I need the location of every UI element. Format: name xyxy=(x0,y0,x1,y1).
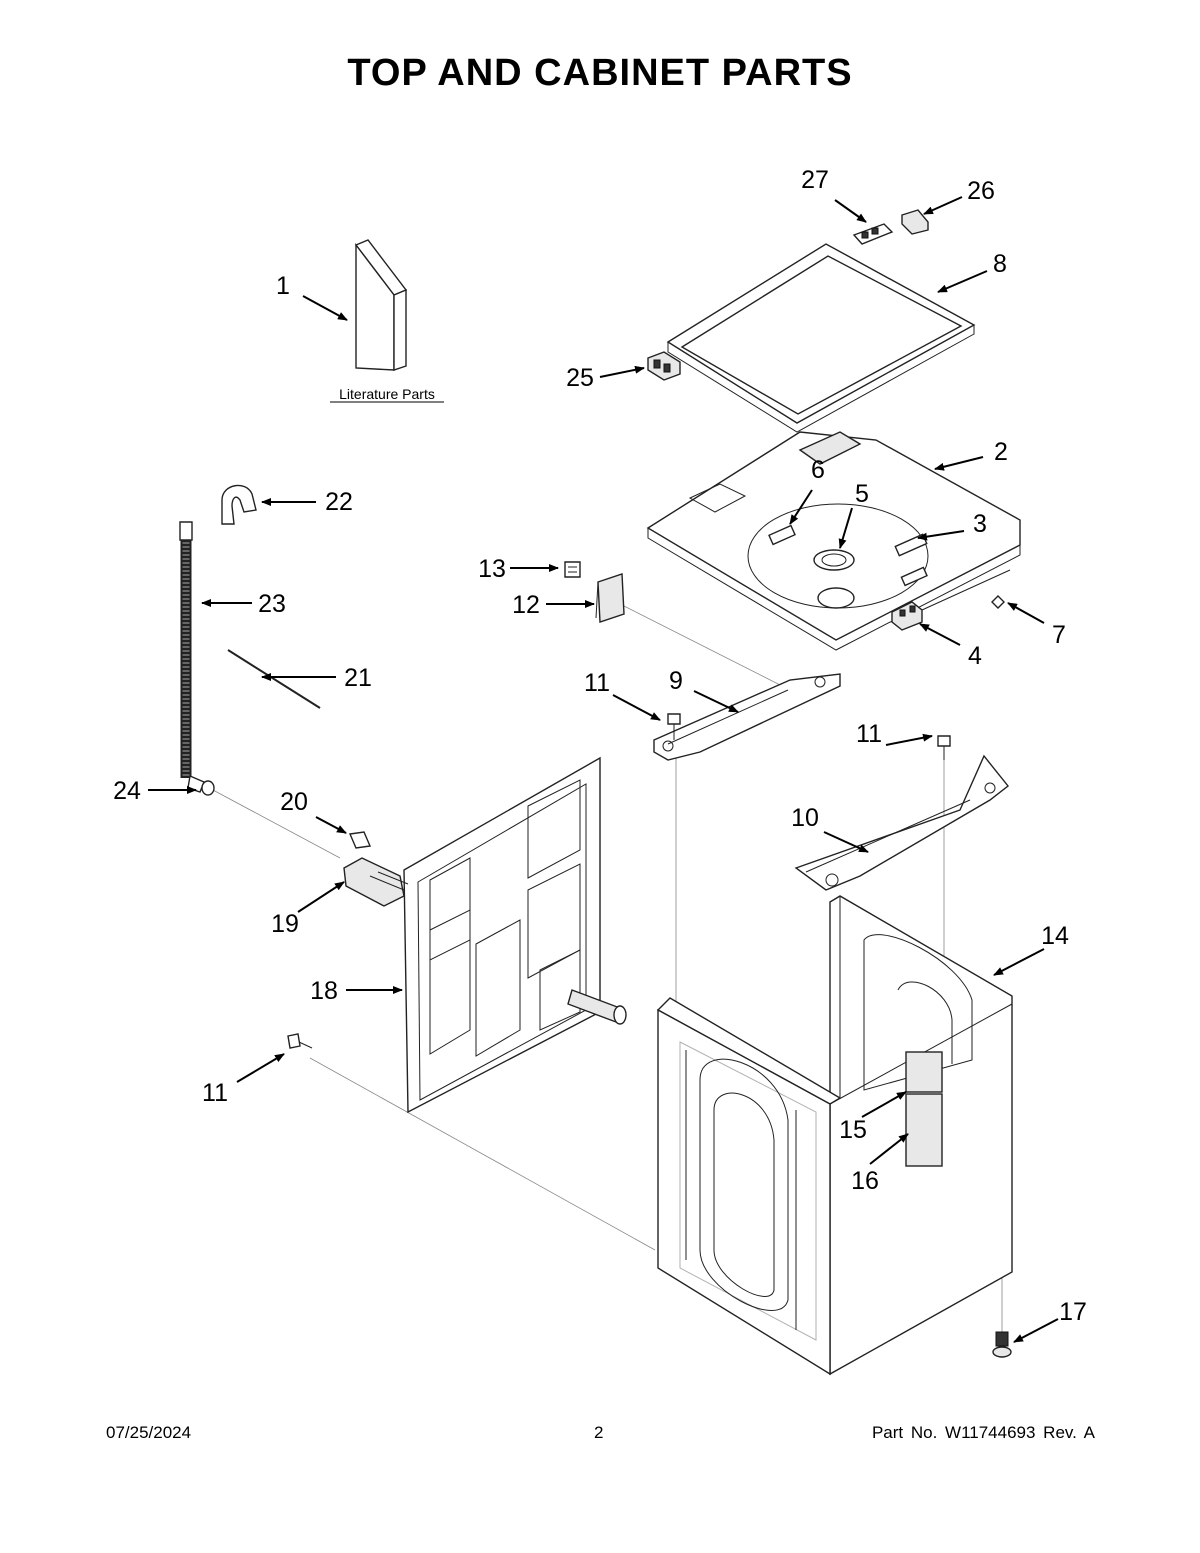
lid-bumper xyxy=(852,223,894,245)
callout-3: 3 xyxy=(973,510,987,538)
callout-18: 18 xyxy=(310,977,338,1005)
callout-13: 13 xyxy=(478,555,506,583)
callout-16: 16 xyxy=(851,1167,879,1195)
callout-22: 22 xyxy=(325,488,353,516)
cabinet xyxy=(656,895,1013,1376)
callout-15: 15 xyxy=(839,1116,867,1144)
callout-27: 27 xyxy=(801,166,829,194)
callout-9: 9 xyxy=(669,667,683,695)
callout-6: 6 xyxy=(811,456,825,484)
lid-lock-switch xyxy=(891,569,1011,631)
drain-hose xyxy=(179,521,205,793)
footer-part-number: Part No. W11744693 Rev. A xyxy=(871,1423,1095,1442)
callout-23: 23 xyxy=(258,590,286,618)
literature-caption: Literature Parts xyxy=(339,386,435,402)
assembly-guide-lines xyxy=(212,605,1003,1332)
label-15 xyxy=(905,1051,943,1093)
drain-outlet xyxy=(567,989,627,1025)
callout-1: 1 xyxy=(276,272,290,300)
callout-14: 14 xyxy=(1041,922,1069,950)
callout-11-rear-panel: 11 xyxy=(202,1079,228,1107)
footer-date: 07/25/2024 xyxy=(106,1423,192,1442)
callout-arrows xyxy=(148,196,1059,1343)
rear-top-brace xyxy=(794,754,1009,891)
front-top-brace xyxy=(653,673,841,761)
screw-11-top-left xyxy=(667,713,681,740)
hose-clamp xyxy=(201,780,215,796)
callout-11-brace-left: 11 xyxy=(584,669,610,697)
callout-20: 20 xyxy=(280,788,308,816)
screw-11-top-right xyxy=(937,735,951,760)
callout-24: 24 xyxy=(113,777,141,805)
callout-19: 19 xyxy=(271,910,299,938)
screw-20 xyxy=(348,831,372,849)
callout-8: 8 xyxy=(993,250,1007,278)
literature-parts-booklet xyxy=(354,239,408,371)
rear-panel xyxy=(403,756,601,1114)
callout-2: 2 xyxy=(994,438,1008,466)
callout-26: 26 xyxy=(967,177,995,205)
callout-21: 21 xyxy=(344,664,372,692)
callout-4: 4 xyxy=(968,642,982,670)
callout-5: 5 xyxy=(855,480,869,508)
callout-17: 17 xyxy=(1059,1298,1087,1326)
leveling-leg xyxy=(992,1331,1012,1358)
drain-hose-elbow xyxy=(221,484,257,525)
page-title: TOP AND CABINET PARTS xyxy=(347,52,853,94)
label-16 xyxy=(905,1093,943,1167)
hinge-left xyxy=(647,351,681,381)
bracket-12 xyxy=(595,573,625,623)
callout-12: 12 xyxy=(512,591,540,619)
callout-10: 10 xyxy=(791,804,819,832)
water-inlet-valve xyxy=(343,857,409,907)
lid-assembly xyxy=(666,243,976,433)
callout-7: 7 xyxy=(1052,621,1066,649)
screw-11-bottom-left xyxy=(287,1033,313,1049)
callout-25: 25 xyxy=(566,364,594,392)
wire-clip xyxy=(991,595,1005,609)
callout-11-brace-right: 11 xyxy=(856,720,882,748)
top-panel xyxy=(646,431,1021,651)
cable-tie xyxy=(227,649,321,709)
screw-13 xyxy=(564,561,581,578)
footer-page-number: 2 xyxy=(594,1423,604,1442)
hinge-right xyxy=(901,209,929,235)
